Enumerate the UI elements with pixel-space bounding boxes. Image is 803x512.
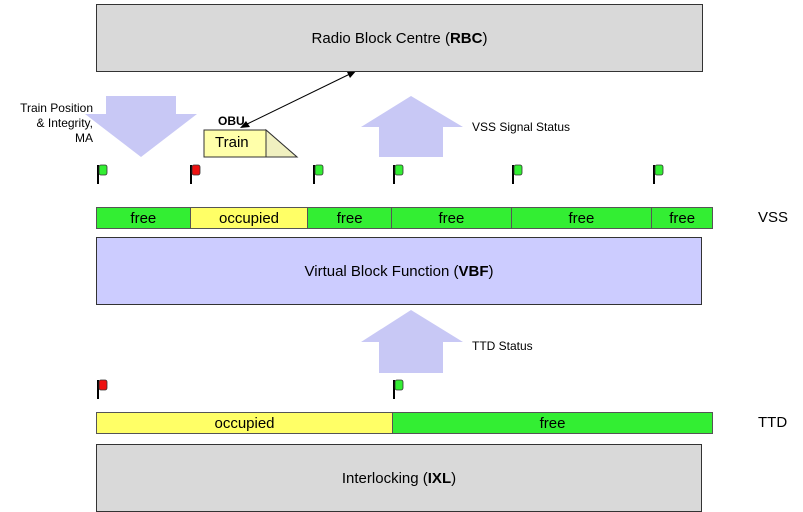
train-icon: [203, 128, 299, 158]
vss-label: VSS: [758, 209, 789, 226]
vss-flag-icon: [393, 164, 404, 184]
train-position-line1: Train Position: [20, 101, 93, 115]
ttd-flag-icon: [393, 379, 404, 399]
rbc-box: Radio Block Centre (RBC): [96, 4, 703, 72]
vss-flag-icon: [97, 164, 108, 184]
ixl-box: Interlocking (IXL): [96, 444, 702, 512]
rbc-abbr: RBC: [449, 29, 483, 47]
train-label: Train: [215, 134, 249, 151]
ixl-abbr: IXL: [427, 469, 452, 487]
ttd-flags: [97, 379, 404, 399]
train-position-label: Train Position & Integrity, MA: [3, 101, 93, 146]
vss-status-arrow: [361, 96, 463, 157]
vss-segment: free: [308, 208, 393, 228]
train-position-line3: MA: [75, 131, 93, 145]
obu-rbc-link: [242, 71, 355, 127]
vss-segment: free: [392, 208, 512, 228]
rbc-name: Radio Block Centre: [311, 29, 441, 47]
vbf-abbr: VBF: [458, 262, 489, 280]
vss-segment: free: [652, 208, 713, 228]
train-position-line2: & Integrity,: [36, 116, 93, 130]
link-arrowhead-bottom: [240, 121, 250, 128]
vss-segment: free: [511, 208, 653, 228]
train-position-arrow: [85, 96, 197, 157]
ttd-status-arrow: [361, 310, 463, 373]
ttd-segment: free: [393, 413, 712, 433]
vbf-name: Virtual Block Function: [304, 262, 450, 280]
vss-segment: occupied: [190, 208, 309, 228]
ttd-flag-icon: [97, 379, 108, 399]
ttd-label: TTD: [758, 414, 788, 431]
vss-flag-icon: [313, 164, 324, 184]
ttd-segment: occupied: [97, 413, 394, 433]
ttd-status-label: TTD Status: [472, 339, 533, 353]
link-arrowhead-top: [347, 70, 357, 78]
vbf-box: Virtual Block Function (VBF): [96, 237, 702, 305]
obu-label: OBU: [218, 114, 245, 128]
vss-flags: [97, 164, 664, 184]
ixl-name: Interlocking: [341, 469, 419, 487]
vss-flag-icon: [190, 164, 201, 184]
vss-flag-icon: [653, 164, 664, 184]
vss-signal-status-label: VSS Signal Status: [472, 120, 571, 134]
vss-flag-icon: [512, 164, 523, 184]
vss-segment: free: [97, 208, 191, 228]
